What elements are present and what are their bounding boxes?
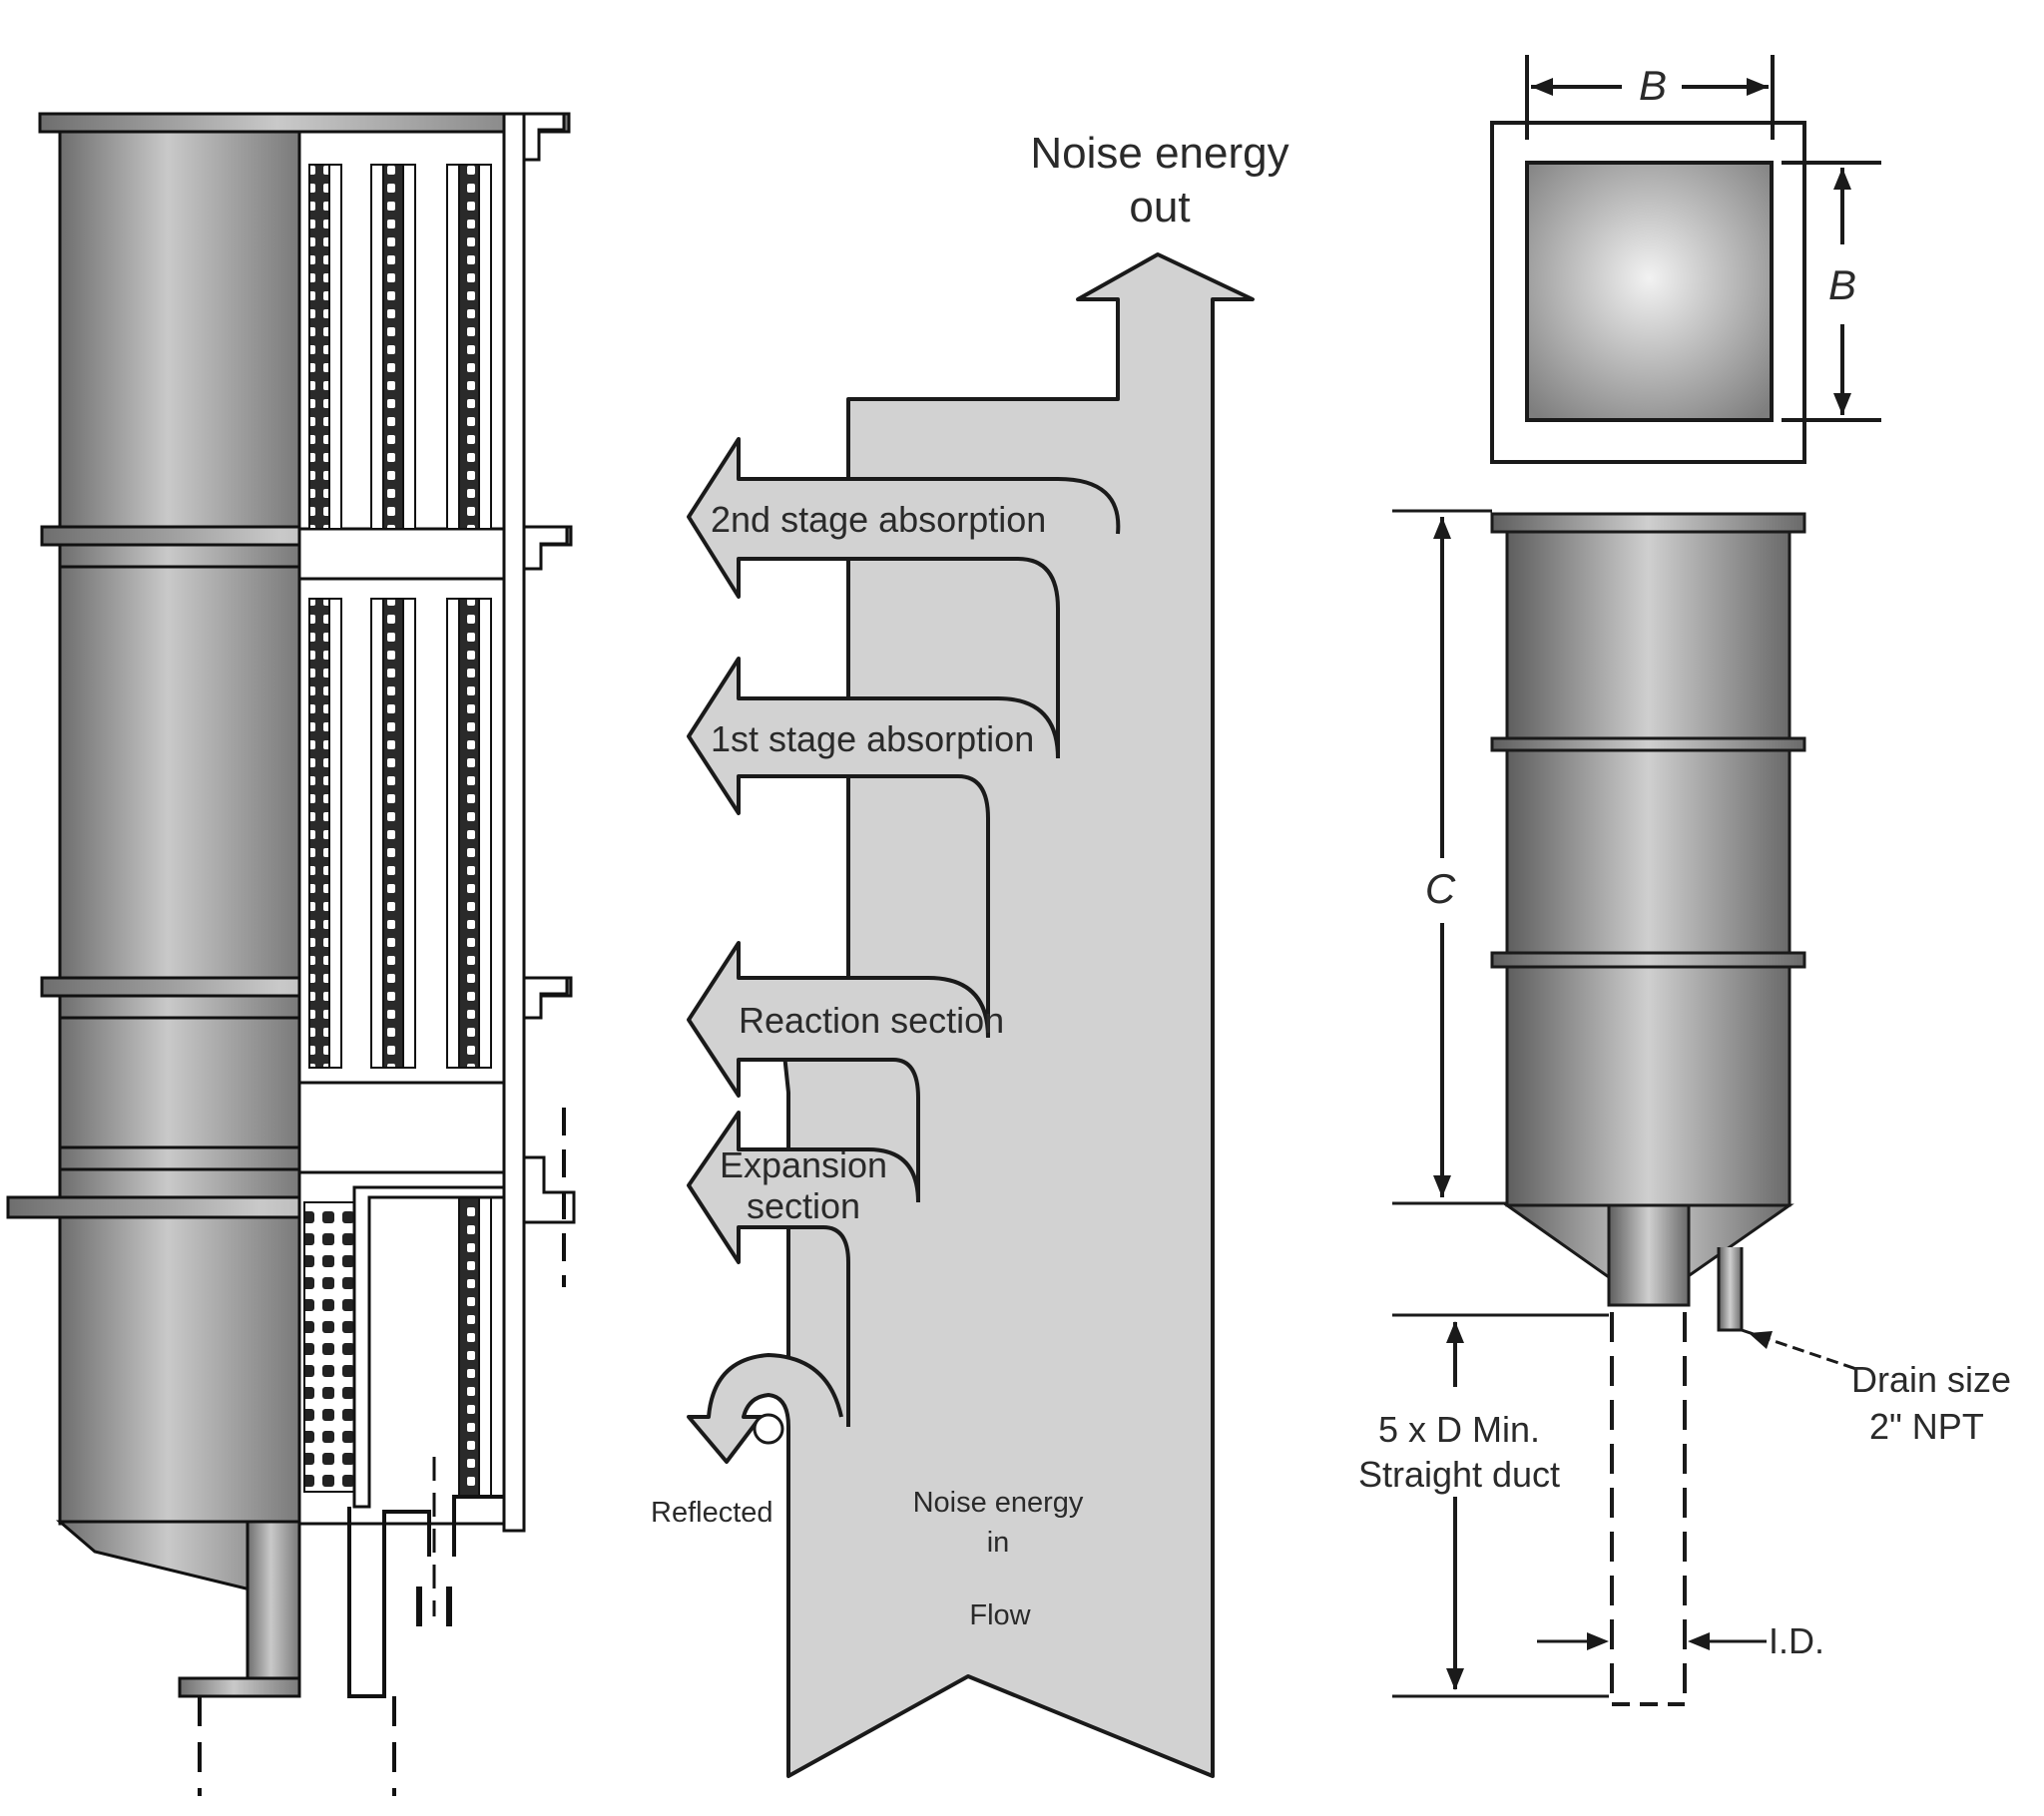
- dim-c: C: [1425, 865, 1456, 912]
- noise-out-label-1: Noise energy: [1030, 129, 1288, 178]
- flow-diagram: Noise energy out 2nd stage absorption 1s…: [651, 129, 1289, 1778]
- dim-b-side: B: [1828, 261, 1856, 308]
- noise-in-label-2: in: [987, 1527, 1010, 1559]
- stage2-label: 2nd stage absorption: [711, 499, 1046, 540]
- expansion-label-1: Expansion: [720, 1144, 887, 1185]
- top-view: B B: [1490, 55, 1881, 464]
- reaction-arrow: [687, 941, 990, 1202]
- flow-label: Flow: [969, 1599, 1031, 1631]
- drain-label-2: 2" NPT: [1869, 1406, 1984, 1447]
- stage1-arrow: [687, 657, 1060, 1038]
- middle-baffles: [308, 598, 492, 1069]
- reflected-arrow: [687, 1353, 843, 1477]
- dim-b-top: B: [1639, 62, 1667, 109]
- expansion-label-2: section: [747, 1185, 860, 1226]
- expansion-arrow: [687, 1111, 920, 1427]
- reaction-label: Reaction section: [739, 1000, 1004, 1041]
- stage1-label: 1st stage absorption: [711, 718, 1034, 759]
- upper-baffles: [308, 164, 492, 530]
- id-label: I.D.: [1769, 1620, 1824, 1661]
- duct-label-2: Straight duct: [1358, 1454, 1560, 1495]
- noise-out-label-2: out: [1129, 183, 1190, 231]
- duct-label-1: 5 x D Min.: [1378, 1409, 1540, 1450]
- stage2-arrow: [687, 437, 1121, 758]
- bottom-baffles: [303, 1185, 506, 1698]
- drain-label-1: Drain size: [1851, 1359, 2011, 1400]
- noise-in-label-1: Noise energy: [913, 1487, 1084, 1519]
- reflected-label: Reflected: [651, 1497, 773, 1529]
- side-view: C 5 x D Min. Straight duct I.D. Drain si…: [1358, 509, 2011, 1706]
- silencer-cutaway: [6, 112, 576, 1796]
